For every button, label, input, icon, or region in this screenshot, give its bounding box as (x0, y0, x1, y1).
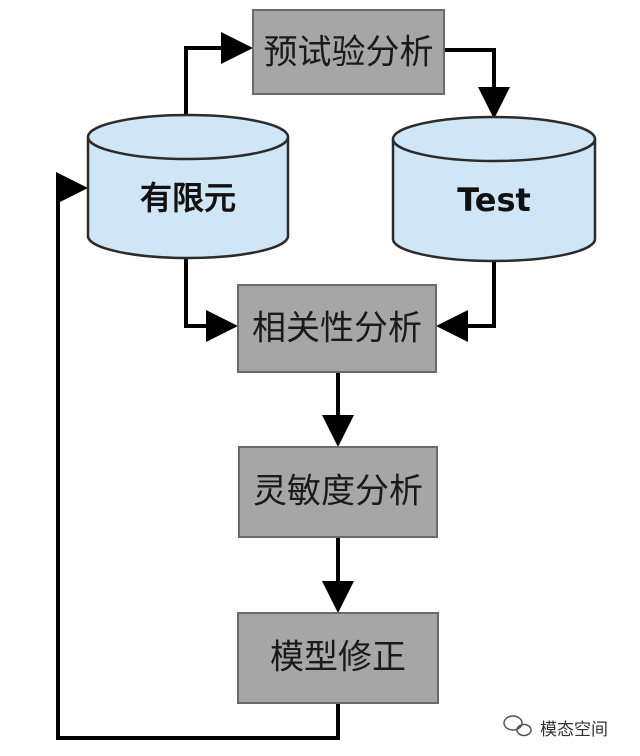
node-fe-label: 有限元 (140, 179, 236, 217)
node-model-update: 模型修正 (237, 612, 439, 704)
watermark-text: 模态空间 (540, 720, 608, 740)
arrow-update-to-fe-feedback (56, 172, 340, 740)
node-test-label: Test (457, 181, 531, 219)
node-test-cylinder: Test (391, 115, 597, 263)
watermark: 模态空间 (503, 715, 608, 740)
node-update-label: 模型修正 (270, 638, 406, 678)
node-pretest-analysis: 预试验分析 (252, 9, 445, 95)
arrow-test-to-correlation (436, 254, 496, 342)
wechat-icon (503, 715, 532, 737)
connectors (56, 32, 510, 740)
node-pretest-label: 预试验分析 (264, 33, 434, 73)
node-correlation-analysis: 相关性分析 (237, 284, 437, 373)
node-sensitivity-analysis: 灵敏度分析 (238, 446, 438, 538)
node-sensitivity-label: 灵敏度分析 (253, 472, 423, 512)
arrow-pretest-to-test (442, 48, 510, 119)
node-finite-element-cylinder: 有限元 (86, 113, 290, 260)
arrow-fe-to-correlation (184, 250, 238, 342)
node-correlation-label: 相关性分析 (252, 309, 422, 349)
arrow-fe-to-pretest (184, 32, 253, 119)
